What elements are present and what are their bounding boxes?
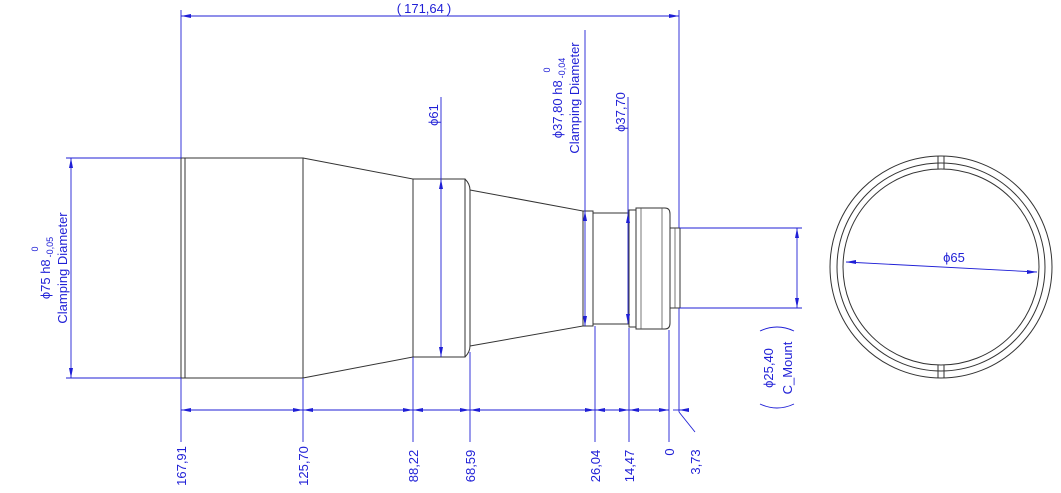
arrow-pos-26-right <box>595 408 605 412</box>
d75-dim: ϕ75 h8-0,05 0 Clamping Diameter <box>30 157 181 379</box>
arrow-pos-167 <box>181 408 191 412</box>
ring-61 <box>412 178 466 358</box>
arrow-pos-88-right <box>413 408 423 412</box>
arrow-pos-68-left <box>460 408 470 412</box>
rear-flange-ring <box>635 207 671 330</box>
rear-flange <box>628 209 637 328</box>
inner-circle <box>842 168 1040 366</box>
arrow-pos-14-right <box>629 408 639 412</box>
position-dims: 167,91 125,70 88,22 68,59 26,04 14,47 0 … <box>174 308 703 486</box>
label-pos-167-91: 167,91 <box>174 446 189 486</box>
ring-61-chamfer <box>464 178 471 358</box>
arrow-d65-left <box>846 260 856 264</box>
arrow-d37-70-bottom <box>626 314 630 324</box>
arrow-d25-bottom <box>795 298 799 308</box>
overall-length-dim: (171,64) <box>180 1 680 228</box>
arrow-pos-88-left <box>403 408 413 412</box>
arrow-d37-80-bottom <box>583 316 587 326</box>
label-pos-3-73: 3,73 <box>688 449 703 474</box>
arrow-d37-70-top <box>626 213 630 223</box>
arrow-pos-14-left <box>619 408 629 412</box>
label-pos-14-47: 14,47 <box>622 450 637 483</box>
d37-70-dim: ϕ37,70 <box>613 92 630 324</box>
arrow-pos-125-left <box>293 408 303 412</box>
arrow-pos-125-right <box>303 408 313 412</box>
arrow-d65-right <box>1027 270 1037 274</box>
paren-right <box>759 326 795 332</box>
label-pos-125-70: 125,70 <box>296 446 311 486</box>
arrow-d75-top <box>69 158 73 168</box>
arrow-pos-26-left <box>585 408 595 412</box>
arrow-pos-3-73 <box>679 408 689 412</box>
label-d61: ϕ61 <box>426 104 441 126</box>
label-d37-80-value: ϕ37,80 h8-0,04 <box>550 58 567 138</box>
arrow-d61-bottom <box>439 347 443 357</box>
arrow-overall-right <box>669 14 679 18</box>
label-pos-68-59: 68,59 <box>463 450 478 483</box>
arrow-d61-top <box>439 179 443 189</box>
lens-front-view: ϕ65 <box>829 155 1053 379</box>
arrow-pos-0 <box>659 408 669 412</box>
arrow-overall-left <box>181 14 191 18</box>
taper-1 <box>302 157 414 379</box>
dim-line-d65 <box>845 261 1038 273</box>
label-d75-value: ϕ75 h8-0,05 <box>38 237 55 299</box>
d61-dim: ϕ61 <box>426 97 443 357</box>
lens-side-view <box>180 157 681 379</box>
label-d25-note: C_Mount <box>780 341 795 394</box>
d37-80-dim: ϕ37,80 h8-0,04 0 Clamping Diameter <box>542 30 587 326</box>
label-d37-70: ϕ37,70 <box>613 92 628 132</box>
outer-circle <box>829 155 1053 379</box>
clamp-section <box>582 210 594 327</box>
paren-left <box>759 403 795 409</box>
label-pos-88-22: 88,22 <box>406 450 421 483</box>
label-d65: ϕ65 <box>943 250 965 265</box>
label-overall-length: (171,64) <box>397 1 451 16</box>
section-37-70 <box>592 212 630 325</box>
mid-circle <box>836 162 1046 372</box>
label-d75-note: Clamping Diameter <box>55 212 70 324</box>
label-pos-26-04: 26,04 <box>588 450 603 483</box>
arrow-d25-top <box>795 228 799 238</box>
arrow-d75-bottom <box>69 368 73 378</box>
taper-2 <box>469 189 584 347</box>
d25-40-dim: ϕ25,40 C_Mount <box>680 227 802 409</box>
label-d25-value: ϕ25,40 <box>761 348 776 388</box>
front-barrel <box>180 157 304 379</box>
arrow-d37-80-top <box>583 211 587 221</box>
label-d37-80-tol-upper: 0 <box>542 67 552 72</box>
label-d37-80-note: Clamping Diameter <box>567 42 582 154</box>
arrow-pos-68-right <box>470 408 480 412</box>
label-pos-0: 0 <box>662 448 677 455</box>
leader-3-73 <box>678 411 696 433</box>
label-d75-tol-upper: 0 <box>30 246 40 251</box>
